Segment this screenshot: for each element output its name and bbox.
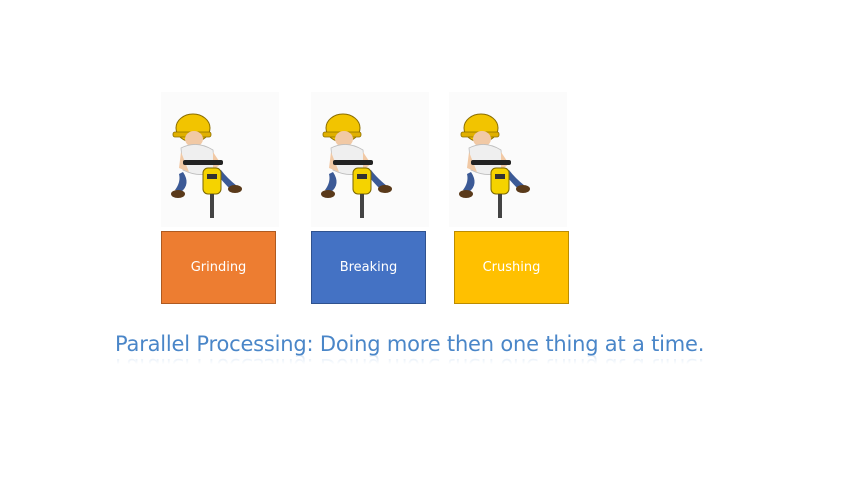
jackhammer-worker-image-3	[449, 92, 567, 227]
construction-worker-jackhammer-icon	[321, 113, 392, 218]
task-label-grinding: Grinding	[190, 260, 247, 275]
task-box-breaking: Breaking	[311, 231, 426, 304]
task-box-crushing: Crushing	[454, 231, 569, 304]
caption-group: Parallel Processing: Doing more then one…	[115, 326, 735, 384]
caption-text: Parallel Processing: Doing more then one…	[115, 332, 705, 356]
construction-worker-jackhammer-icon	[459, 113, 530, 218]
caption-reflection: Parallel Processing: Doing more then one…	[115, 354, 705, 378]
construction-worker-jackhammer-icon	[171, 113, 242, 218]
task-box-grinding: Grinding	[161, 231, 276, 304]
jackhammer-worker-image-2	[311, 92, 429, 227]
jackhammer-worker-image-1	[161, 92, 279, 227]
task-label-breaking: Breaking	[339, 260, 398, 275]
task-label-crushing: Crushing	[482, 260, 541, 275]
